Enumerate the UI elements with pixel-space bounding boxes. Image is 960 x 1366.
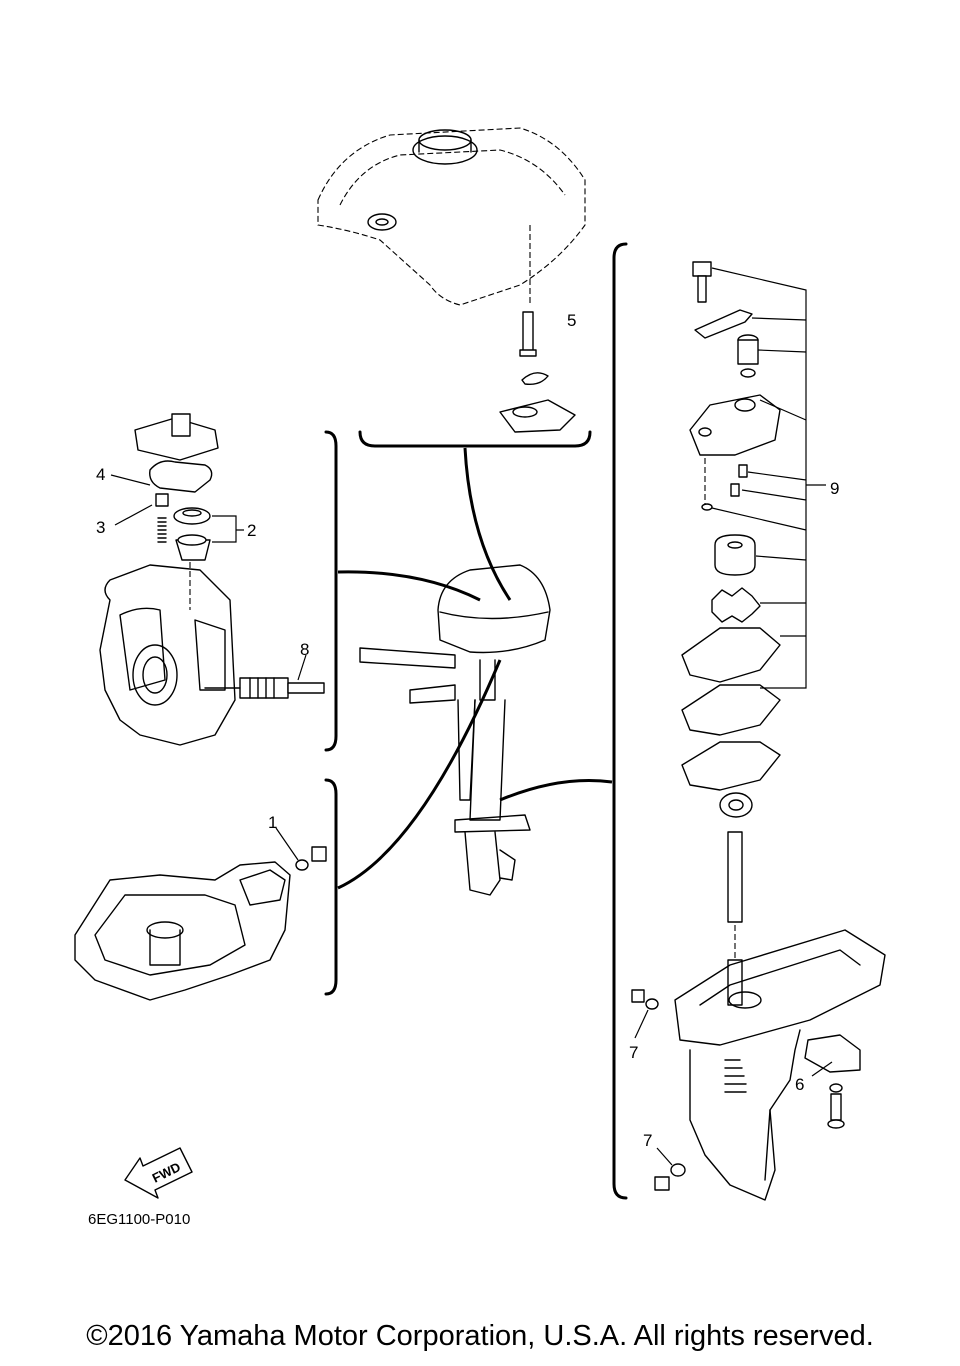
forward-arrow-icon: FWD <box>124 1147 193 1199</box>
callout-7-upper: 7 <box>629 1043 638 1062</box>
water-pump-group <box>681 261 781 1006</box>
callout-8: 8 <box>300 640 309 659</box>
callout-5: 5 <box>567 311 576 330</box>
connector-top <box>463 447 512 601</box>
lower-casing-group <box>74 846 327 1001</box>
fwd-label: FWD <box>150 1159 183 1185</box>
callout-7-lower: 7 <box>643 1131 652 1150</box>
callout-4: 4 <box>96 465 105 484</box>
callout-9: 9 <box>830 479 839 498</box>
bracket-left-lower <box>324 778 338 996</box>
copyright-notice: ©2016 Yamaha Motor Corporation, U.S.A. A… <box>86 1320 874 1352</box>
lower-unit-group <box>631 929 886 1201</box>
bracket-left-upper <box>324 430 338 752</box>
callout-6: 6 <box>795 1075 804 1094</box>
bracket-right <box>612 242 628 1200</box>
outboard-motor-overview <box>359 564 551 896</box>
bracket-top <box>358 430 592 448</box>
connector-left-lower <box>337 659 502 890</box>
part-code: 6EG1100-P010 <box>88 1211 190 1228</box>
connector-left-upper <box>337 570 481 602</box>
callout-2: 2 <box>247 521 256 540</box>
carburetor-group <box>99 413 325 746</box>
callout-1: 1 <box>268 813 277 832</box>
top-cowling-assembly <box>317 127 586 433</box>
callout-3: 3 <box>96 518 105 537</box>
connector-right <box>499 779 613 802</box>
